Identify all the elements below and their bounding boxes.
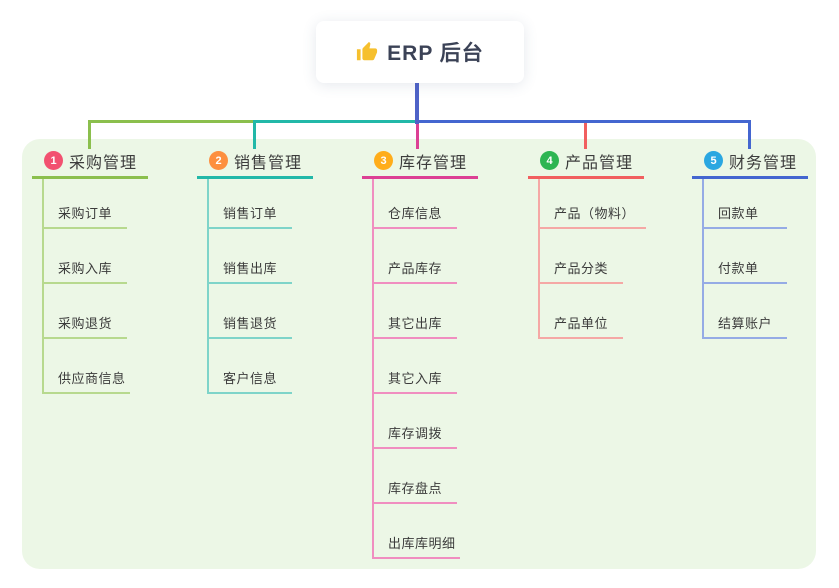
child-node[interactable]: 结算账户 xyxy=(718,316,773,331)
branch-underline xyxy=(692,176,808,179)
child-underline xyxy=(538,227,646,229)
child-trunk-line xyxy=(702,179,704,339)
branch-node[interactable]: 4 产品管理 xyxy=(540,150,634,172)
elbow-purchase xyxy=(88,120,91,149)
child-underline xyxy=(538,282,623,284)
branch-number-badge: 3 xyxy=(374,151,393,170)
child-node[interactable]: 出库库明细 xyxy=(388,536,456,551)
branch-number-badge: 1 xyxy=(44,151,63,170)
branch-underline xyxy=(197,176,313,179)
child-trunk-line xyxy=(538,179,540,339)
branch-node[interactable]: 2 销售管理 xyxy=(209,150,303,172)
child-node[interactable]: 客户信息 xyxy=(223,371,278,386)
child-underline xyxy=(42,282,127,284)
child-node[interactable]: 采购订单 xyxy=(58,206,113,221)
branch-node[interactable]: 3 库存管理 xyxy=(374,150,468,172)
child-node[interactable]: 采购入库 xyxy=(58,261,113,276)
child-underline xyxy=(207,392,292,394)
branch-node[interactable]: 5 财务管理 xyxy=(704,150,798,172)
root-connector xyxy=(415,83,419,124)
child-underline xyxy=(702,227,787,229)
branch-number-badge: 2 xyxy=(209,151,228,170)
child-node[interactable]: 付款单 xyxy=(718,261,759,276)
root-label: ERP 后台 xyxy=(387,42,484,65)
child-node[interactable]: 销售出库 xyxy=(223,261,278,276)
child-underline xyxy=(702,337,787,339)
elbow-product xyxy=(584,123,587,149)
child-underline xyxy=(207,282,292,284)
child-node[interactable]: 产品（物料） xyxy=(554,206,636,221)
child-underline xyxy=(372,282,457,284)
bus-segment-purchase xyxy=(88,120,255,123)
child-underline xyxy=(42,227,127,229)
child-node[interactable]: 销售退货 xyxy=(223,316,278,331)
child-underline xyxy=(207,337,292,339)
child-underline xyxy=(372,227,457,229)
child-node[interactable]: 其它入库 xyxy=(388,371,443,386)
child-node[interactable]: 产品分类 xyxy=(554,261,609,276)
branch-number-badge: 5 xyxy=(704,151,723,170)
child-trunk-line xyxy=(207,179,209,394)
branch-title-label: 产品管理 xyxy=(565,154,634,172)
child-node[interactable]: 产品单位 xyxy=(554,316,609,331)
child-underline xyxy=(42,392,130,394)
child-node[interactable]: 供应商信息 xyxy=(58,371,126,386)
elbow-finance xyxy=(748,120,751,149)
child-node[interactable]: 库存盘点 xyxy=(388,481,443,496)
child-trunk-line xyxy=(42,179,44,394)
branches-background-panel xyxy=(22,139,816,569)
branch-title-label: 采购管理 xyxy=(69,154,138,172)
child-underline xyxy=(207,227,292,229)
child-node[interactable]: 采购退货 xyxy=(58,316,113,331)
branch-title-label: 销售管理 xyxy=(234,154,303,172)
branch-underline xyxy=(528,176,644,179)
child-underline xyxy=(372,502,457,504)
elbow-inventory xyxy=(416,123,419,149)
child-underline xyxy=(372,337,457,339)
child-trunk-line xyxy=(372,179,374,559)
child-node[interactable]: 库存调拨 xyxy=(388,426,443,441)
branch-node[interactable]: 1 采购管理 xyxy=(44,150,138,172)
child-underline xyxy=(702,282,787,284)
child-node[interactable]: 回款单 xyxy=(718,206,759,221)
bus-segment-finance xyxy=(415,120,751,123)
thumbs-up-icon xyxy=(357,41,378,61)
child-underline xyxy=(372,557,460,559)
child-underline xyxy=(372,447,457,449)
child-node[interactable]: 其它出库 xyxy=(388,316,443,331)
branch-title-label: 财务管理 xyxy=(729,154,798,172)
bus-segment-sales xyxy=(253,120,419,123)
child-underline xyxy=(372,392,457,394)
branch-underline xyxy=(32,176,148,179)
child-node[interactable]: 销售订单 xyxy=(223,206,278,221)
child-underline xyxy=(42,337,127,339)
branch-number-badge: 4 xyxy=(540,151,559,170)
elbow-sales xyxy=(253,120,256,149)
root-node[interactable]: ERP 后台 xyxy=(316,21,524,83)
child-node[interactable]: 产品库存 xyxy=(388,261,443,276)
child-node[interactable]: 仓库信息 xyxy=(388,206,443,221)
child-underline xyxy=(538,337,623,339)
branch-title-label: 库存管理 xyxy=(399,154,468,172)
branch-underline xyxy=(362,176,478,179)
